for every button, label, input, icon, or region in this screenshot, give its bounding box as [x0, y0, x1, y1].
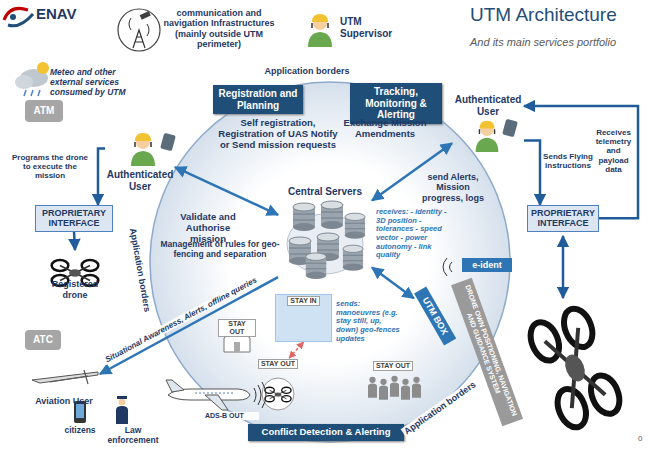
flow-note: Management of rules for geo-fencing and …: [156, 240, 284, 260]
node-text: STAY OUT: [258, 359, 298, 369]
user-figure: Authenticated User: [452, 94, 524, 152]
actor-label: citizens: [55, 426, 105, 436]
node-text: STAY IN: [287, 296, 319, 306]
flow-note: Programs the drone to execute the missio…: [10, 153, 90, 181]
connector-arrow: [98, 149, 105, 205]
node-text: PROPRIETARY INTERFACE: [38, 208, 110, 229]
system-box: ATM: [25, 100, 63, 122]
node-text: Aviation User: [35, 396, 93, 406]
flow-note: Receives telemetry and payload data: [593, 128, 634, 174]
subtitle: And its main services portfolio: [470, 36, 645, 49]
node-text: PROPRIETARY INTERFACE: [530, 208, 596, 229]
node-text: Conflict Detection & Alerting: [262, 427, 391, 438]
node-text: e-ident: [472, 260, 502, 270]
connector-arrow: [372, 268, 414, 299]
node-text: ATM: [34, 105, 55, 117]
border-label: Application borders: [127, 225, 153, 314]
service-box: Registration and Planning: [213, 85, 303, 114]
connector-arrow: [289, 342, 303, 358]
node-text: STAY OUT: [218, 319, 256, 337]
zone-label: STAY OUT: [362, 360, 424, 402]
node-text: Authenticated User: [452, 94, 524, 117]
data-list: receives: - identity - 3D position - tol…: [376, 208, 448, 260]
service-box: Conflict Detection & Alerting: [248, 424, 404, 441]
ident-box: e-ident: [462, 258, 512, 272]
infrastructure-note: communication and navigation Infrastruct…: [160, 8, 278, 49]
zone-box: STAY IN: [275, 294, 332, 342]
flow-note: Self registration, Registration of UAS N…: [218, 118, 338, 151]
connector-arrow: [74, 232, 75, 250]
flow-note: send Alerts, Mission progress, logs: [418, 172, 488, 203]
logo-text: ENAV: [36, 5, 96, 22]
supervisor-label: UTM Supervisor: [340, 16, 402, 39]
flow-note: Sends Flying instructions: [543, 152, 593, 170]
node-text: Authenticated User: [105, 169, 175, 192]
diagram-title: UTM Architecture: [470, 4, 645, 26]
user-figure: Authenticated User: [105, 130, 175, 192]
zone-label: STAY OUT: [250, 358, 306, 412]
signal-label: ADS-B OUT: [203, 412, 259, 420]
node-text: Tracking, Monitoring & Alerting: [354, 86, 438, 121]
node-text: Registered drone: [38, 279, 112, 300]
aviation-figure: Aviation User: [28, 366, 100, 406]
connector-arrow: [524, 140, 540, 205]
drone-figure: Registered drone: [38, 250, 112, 300]
interface-box: PROPRIETARY INTERFACE: [35, 205, 113, 232]
system-box: ATC: [25, 330, 61, 350]
page-number: 0: [638, 434, 648, 443]
connector-arrow: [524, 106, 638, 218]
zone-label: STAY OUT: [218, 318, 256, 352]
flow-note: Exchange Mission Amendments: [343, 118, 427, 140]
node-text: Registration and Planning: [217, 88, 299, 111]
border-label: Application borders: [262, 66, 352, 76]
node-text: ATC: [33, 334, 53, 346]
connector-arrow: [100, 277, 278, 374]
meteo-note: Meteo and other external services consum…: [50, 68, 142, 97]
actor-label: Law enforcement: [100, 426, 166, 446]
node-text: STAY OUT: [373, 361, 413, 371]
interface-box: PROPRIETARY INTERFACE: [527, 205, 599, 232]
connector-arrow: [175, 167, 278, 215]
node-text: Central Servers: [288, 186, 362, 198]
server-cluster: Central Servers: [278, 186, 372, 282]
data-list: sends: manoeuvres (e.g. stay still, up, …: [336, 300, 400, 343]
